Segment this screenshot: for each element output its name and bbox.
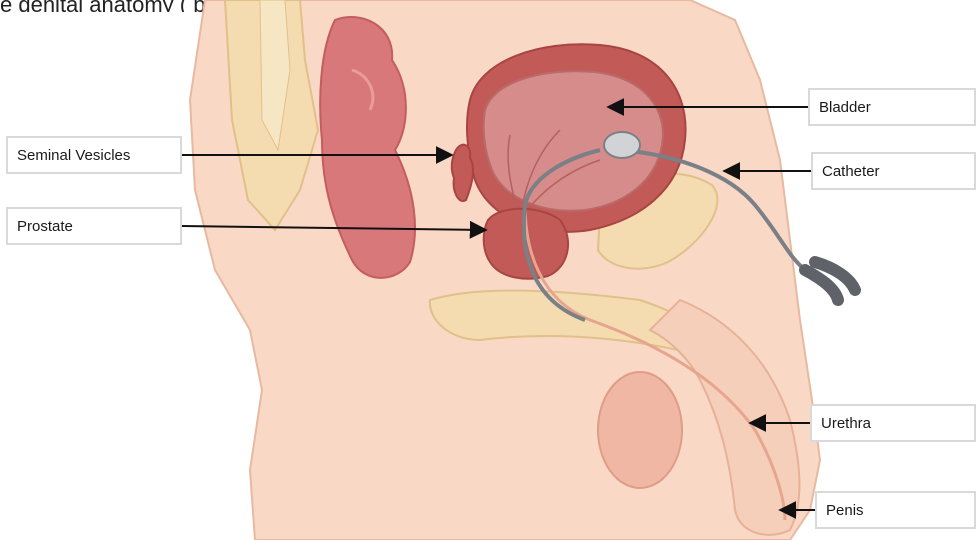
label-penis: Penis bbox=[815, 491, 976, 529]
label-catheter: Catheter bbox=[811, 152, 976, 190]
catheter-balloon bbox=[604, 132, 640, 158]
label-urethra: Urethra bbox=[810, 404, 976, 442]
label-prostate: Prostate bbox=[6, 207, 182, 245]
label-bladder: Bladder bbox=[808, 88, 976, 126]
label-seminal-vesicles: Seminal Vesicles bbox=[6, 136, 182, 174]
testis bbox=[598, 372, 682, 488]
seminal-vesicles bbox=[452, 145, 473, 201]
catheter-ports bbox=[805, 262, 855, 300]
